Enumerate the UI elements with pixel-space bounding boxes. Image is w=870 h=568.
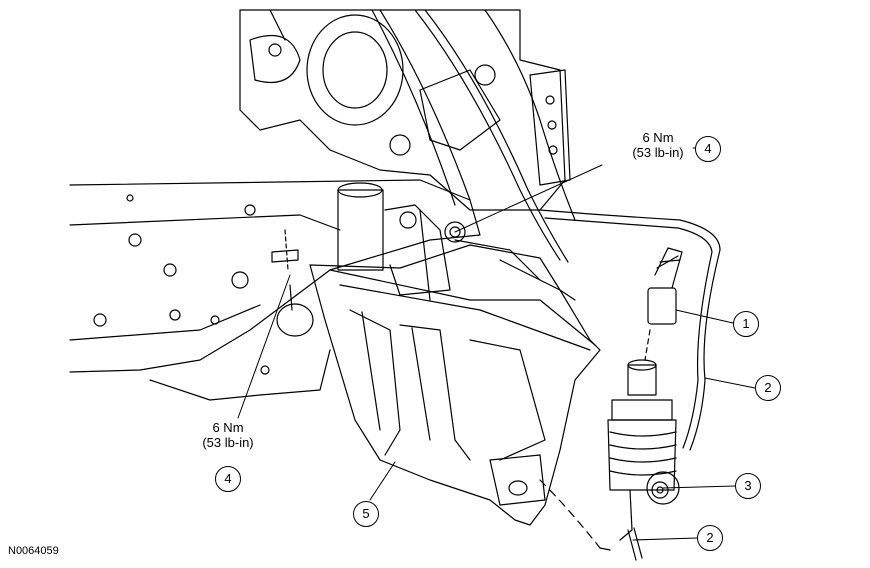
washer-hoses [539, 209, 721, 561]
figure-id: N0064059 [8, 545, 59, 557]
torque-lbin-left: (53 lb-in) [202, 435, 254, 450]
torque-lbin-top: (53 lb-in) [632, 145, 684, 160]
engine-structure [239, 9, 576, 263]
torque-nm-top: 6 Nm [642, 130, 674, 145]
callout-4-top: 4 [695, 136, 721, 162]
callout-3: 3 [735, 473, 761, 499]
leader-lines [237, 147, 756, 541]
callout-2-hose: 2 [755, 375, 781, 401]
torque-nm-left: 6 Nm [212, 420, 244, 435]
electrical-connector [644, 247, 683, 361]
washer-reservoir [309, 244, 601, 526]
torque-label-left: 6 Nm (53 lb-in) [178, 420, 278, 450]
callout-2-lower: 2 [697, 525, 723, 551]
mount-bracket [337, 182, 541, 301]
torque-label-top: 6 Nm (53 lb-in) [608, 130, 708, 160]
mounting-bolts [271, 221, 466, 311]
washer-pump [607, 359, 677, 541]
callout-4-left: 4 [215, 466, 241, 492]
callout-1: 1 [733, 311, 759, 337]
callout-5: 5 [353, 501, 379, 527]
